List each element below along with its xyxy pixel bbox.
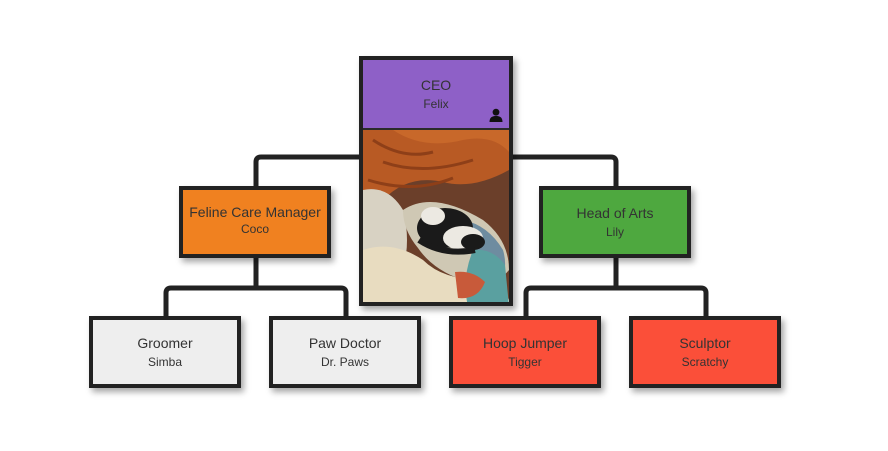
node-name: Tigger xyxy=(508,355,542,369)
node-name: Scratchy xyxy=(681,355,729,369)
connector-arts-staff xyxy=(523,258,709,318)
node-feline-care-manager[interactable]: Feline Care Manager Coco xyxy=(179,186,331,258)
node-title: Groomer xyxy=(137,335,193,351)
node-ceo[interactable]: CEO Felix xyxy=(359,56,513,306)
node-head-of-arts[interactable]: Head of Arts Lily xyxy=(539,186,691,258)
node-name: Simba xyxy=(147,355,182,369)
node-paw-doctor[interactable]: Paw Doctor Dr. Paws xyxy=(269,316,421,388)
node-title: Paw Doctor xyxy=(308,335,382,351)
node-title: Sculptor xyxy=(679,335,731,351)
node-sculptor[interactable]: Sculptor Scratchy xyxy=(629,316,781,388)
node-title: Feline Care Manager xyxy=(189,204,321,220)
node-name: Felix xyxy=(423,97,449,111)
node-ceo-header: CEO Felix xyxy=(363,60,509,128)
node-title: Head of Arts xyxy=(576,205,654,221)
user-icon[interactable] xyxy=(489,108,503,122)
connector-care-staff xyxy=(163,258,349,318)
node-name: Lily xyxy=(605,225,624,239)
node-hoop-jumper[interactable]: Hoop Jumper Tigger xyxy=(449,316,601,388)
node-name: Dr. Paws xyxy=(320,355,369,369)
node-groomer[interactable]: Groomer Simba xyxy=(89,316,241,388)
cat-photo xyxy=(363,130,509,302)
node-title: CEO xyxy=(420,77,452,93)
node-title: Hoop Jumper xyxy=(482,335,568,351)
node-name: Coco xyxy=(240,222,269,236)
